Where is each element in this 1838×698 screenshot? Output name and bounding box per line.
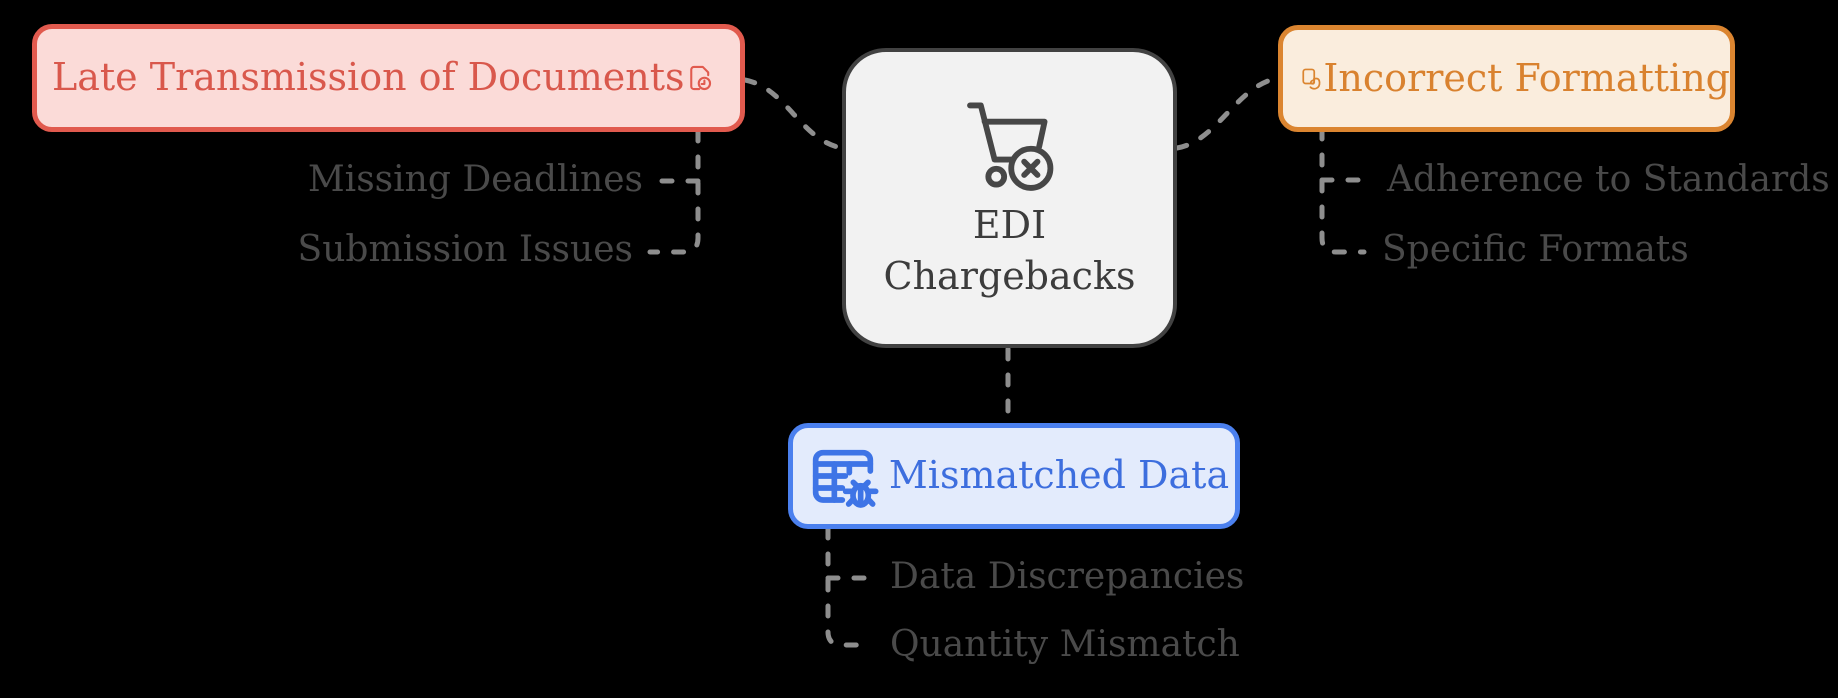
- node-mismatched-data-label: Mismatched Data: [888, 453, 1230, 498]
- sub-label-adherence-to-standards: Adherence to Standards: [1387, 159, 1830, 200]
- node-mismatched-data: Mismatched Data: [788, 423, 1240, 529]
- connector-mismatched-children: [825, 525, 869, 648]
- node-edi-chargebacks-label: EDI Chargebacks: [884, 200, 1136, 302]
- hand-card-icon: [1302, 68, 1321, 90]
- center-label-line-2: Chargebacks: [883, 254, 1136, 298]
- sub-label-data-discrepancies: Data Discrepancies: [890, 556, 1245, 597]
- sub-label-missing-deadlines: Missing Deadlines: [307, 159, 643, 200]
- sub-label-quantity-mismatch: Quantity Mismatch: [890, 624, 1240, 665]
- node-edi-chargebacks: EDI Chargebacks: [842, 48, 1177, 348]
- sub-label-submission-issues: Submission Issues: [297, 229, 633, 270]
- node-incorrect-formatting: Incorrect Formatting: [1278, 25, 1735, 132]
- connector-incorrect-children: [1319, 126, 1367, 255]
- node-incorrect-formatting-label: Incorrect Formatting: [1323, 55, 1730, 100]
- file-clock-icon: [689, 65, 711, 91]
- table-bug-icon: [812, 449, 879, 508]
- center-label-line-1: EDI: [972, 203, 1047, 247]
- connector-late-to-center: [742, 77, 845, 151]
- node-late-transmission: Late Transmission of Documents: [32, 24, 745, 132]
- cart-x-icon: [966, 102, 1053, 191]
- node-late-transmission-label: Late Transmission of Documents: [52, 55, 685, 100]
- connector-late-children: [647, 128, 701, 255]
- connector-center-to-incorrect: [1174, 75, 1281, 151]
- sub-label-specific-formats: Specific Formats: [1382, 229, 1689, 270]
